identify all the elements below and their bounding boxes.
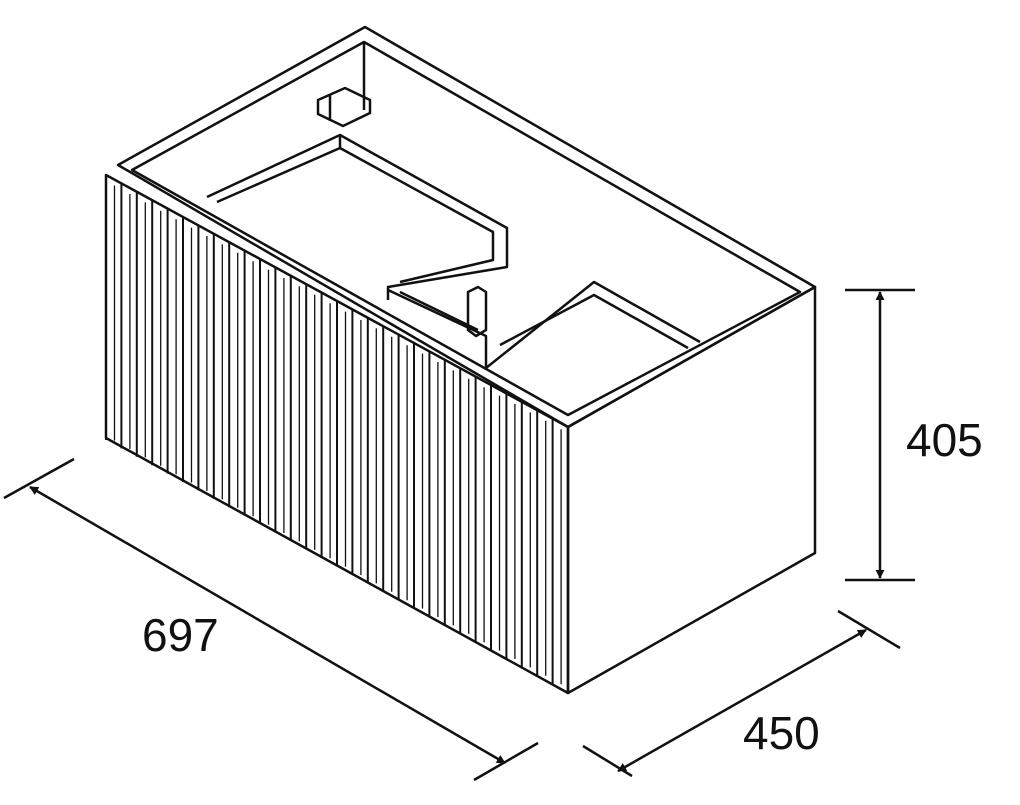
width-extension-right xyxy=(473,741,539,782)
left-basin-inner xyxy=(216,146,495,284)
depth-dimension-line xyxy=(617,628,867,773)
depth-label: 450 xyxy=(743,707,820,759)
height-label: 405 xyxy=(906,414,983,466)
right-basin-inner xyxy=(399,290,689,350)
dimension-width xyxy=(3,457,539,782)
width-label: 697 xyxy=(142,609,219,661)
hinge-bracket xyxy=(316,86,372,128)
top-rim-inner xyxy=(130,40,802,417)
depth-extension-right xyxy=(837,609,901,650)
depth-extension-left xyxy=(582,744,633,778)
side-panel xyxy=(566,285,817,695)
dimension-height xyxy=(845,288,915,582)
dimension-depth xyxy=(582,609,901,778)
width-extension-left xyxy=(3,457,75,500)
right-basin-rim xyxy=(387,280,701,370)
drain-bracket xyxy=(466,285,488,338)
width-dimension-line xyxy=(29,485,506,765)
left-basin-rim xyxy=(206,133,509,300)
